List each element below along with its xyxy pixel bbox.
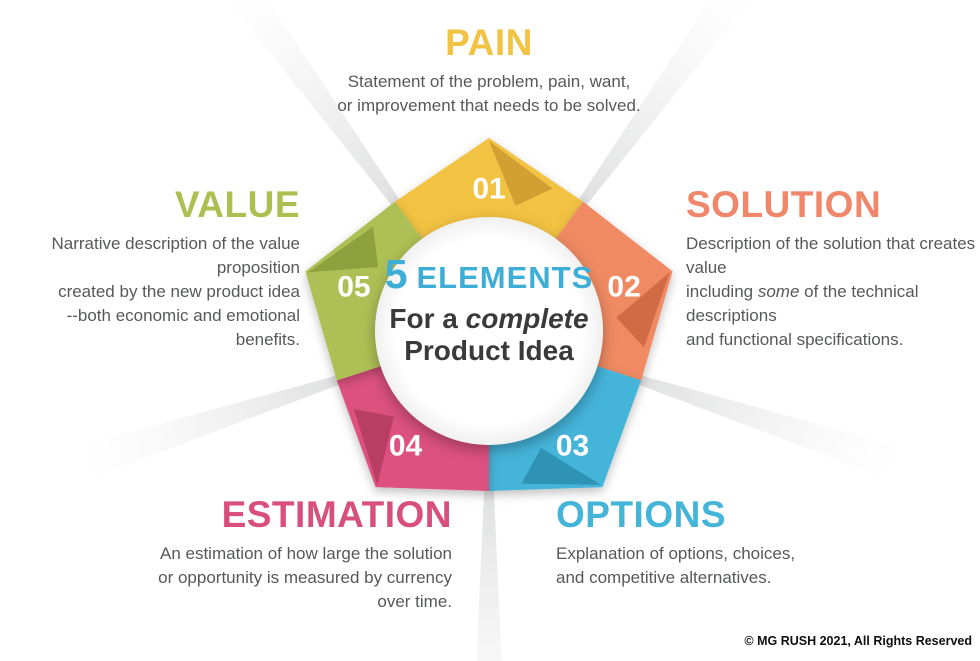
center-title: ELEMENTS <box>416 260 594 295</box>
solution-desc-after: of the technical descriptions and functi… <box>686 282 919 350</box>
section-estimation-title: ESTIMATION <box>221 494 452 535</box>
segment-fold-options <box>521 447 601 485</box>
section-pain: PAIN Statement of the problem, pain, wan… <box>289 22 689 118</box>
ray-2 <box>632 373 918 486</box>
section-options-title: OPTIONS <box>556 494 727 535</box>
ray-4 <box>60 373 346 486</box>
background-rays <box>60 0 918 661</box>
segment-value <box>305 201 426 381</box>
section-options: OPTIONS Explanation of options, choices,… <box>556 494 886 590</box>
segment-fold-solution <box>616 272 670 348</box>
section-estimation: ESTIMATION An estimation of how large th… <box>120 494 452 614</box>
solution-desc-before: Description of the solution that creates… <box>686 233 976 302</box>
segment-number-value: 05 <box>337 271 370 304</box>
segment-pain <box>395 138 583 244</box>
center-subtitle-line2: Product Idea <box>404 335 574 367</box>
segment-number-estimation: 04 <box>389 429 423 462</box>
segment-number-pain: 01 <box>472 173 505 206</box>
center-subtitle-line1-italic: complete <box>465 303 589 334</box>
section-value: VALUE Narrative description of the value… <box>0 184 300 352</box>
segment-options <box>489 364 642 491</box>
section-solution-title: SOLUTION <box>686 184 882 225</box>
section-solution: SOLUTION Description of the solution tha… <box>686 184 978 353</box>
ray-0 <box>227 0 404 211</box>
section-value-description: Narrative description of the value propo… <box>51 233 300 350</box>
segment-number-options: 03 <box>556 429 589 462</box>
section-solution-description: Description of the solution that creates… <box>686 232 978 353</box>
segment-fold-value <box>308 226 379 273</box>
section-options-description: Explanation of options, choices, and com… <box>556 543 796 587</box>
wheel-segments <box>305 138 673 491</box>
center-circle <box>375 217 603 445</box>
ray-1 <box>574 0 751 211</box>
segment-number-solution: 02 <box>607 271 640 304</box>
section-value-title: VALUE <box>174 184 300 225</box>
copyright-notice: © MG RUSH 2021, All Rights Reserved <box>744 634 972 648</box>
center-subtitle-line1-normal: For a <box>389 303 466 334</box>
section-estimation-description: An estimation of how large the solution … <box>158 543 452 612</box>
segment-fold-estimation <box>353 409 394 485</box>
solution-desc-italic: some <box>757 282 800 302</box>
segment-fold-pain <box>489 141 553 206</box>
section-pain-title: PAIN <box>445 22 533 63</box>
section-pain-description: Statement of the problem, pain, want, or… <box>337 71 641 115</box>
ray-3 <box>476 482 502 661</box>
center-subtitle: For a complete Product Idea <box>377 303 601 368</box>
center-count: 5 <box>384 251 408 297</box>
